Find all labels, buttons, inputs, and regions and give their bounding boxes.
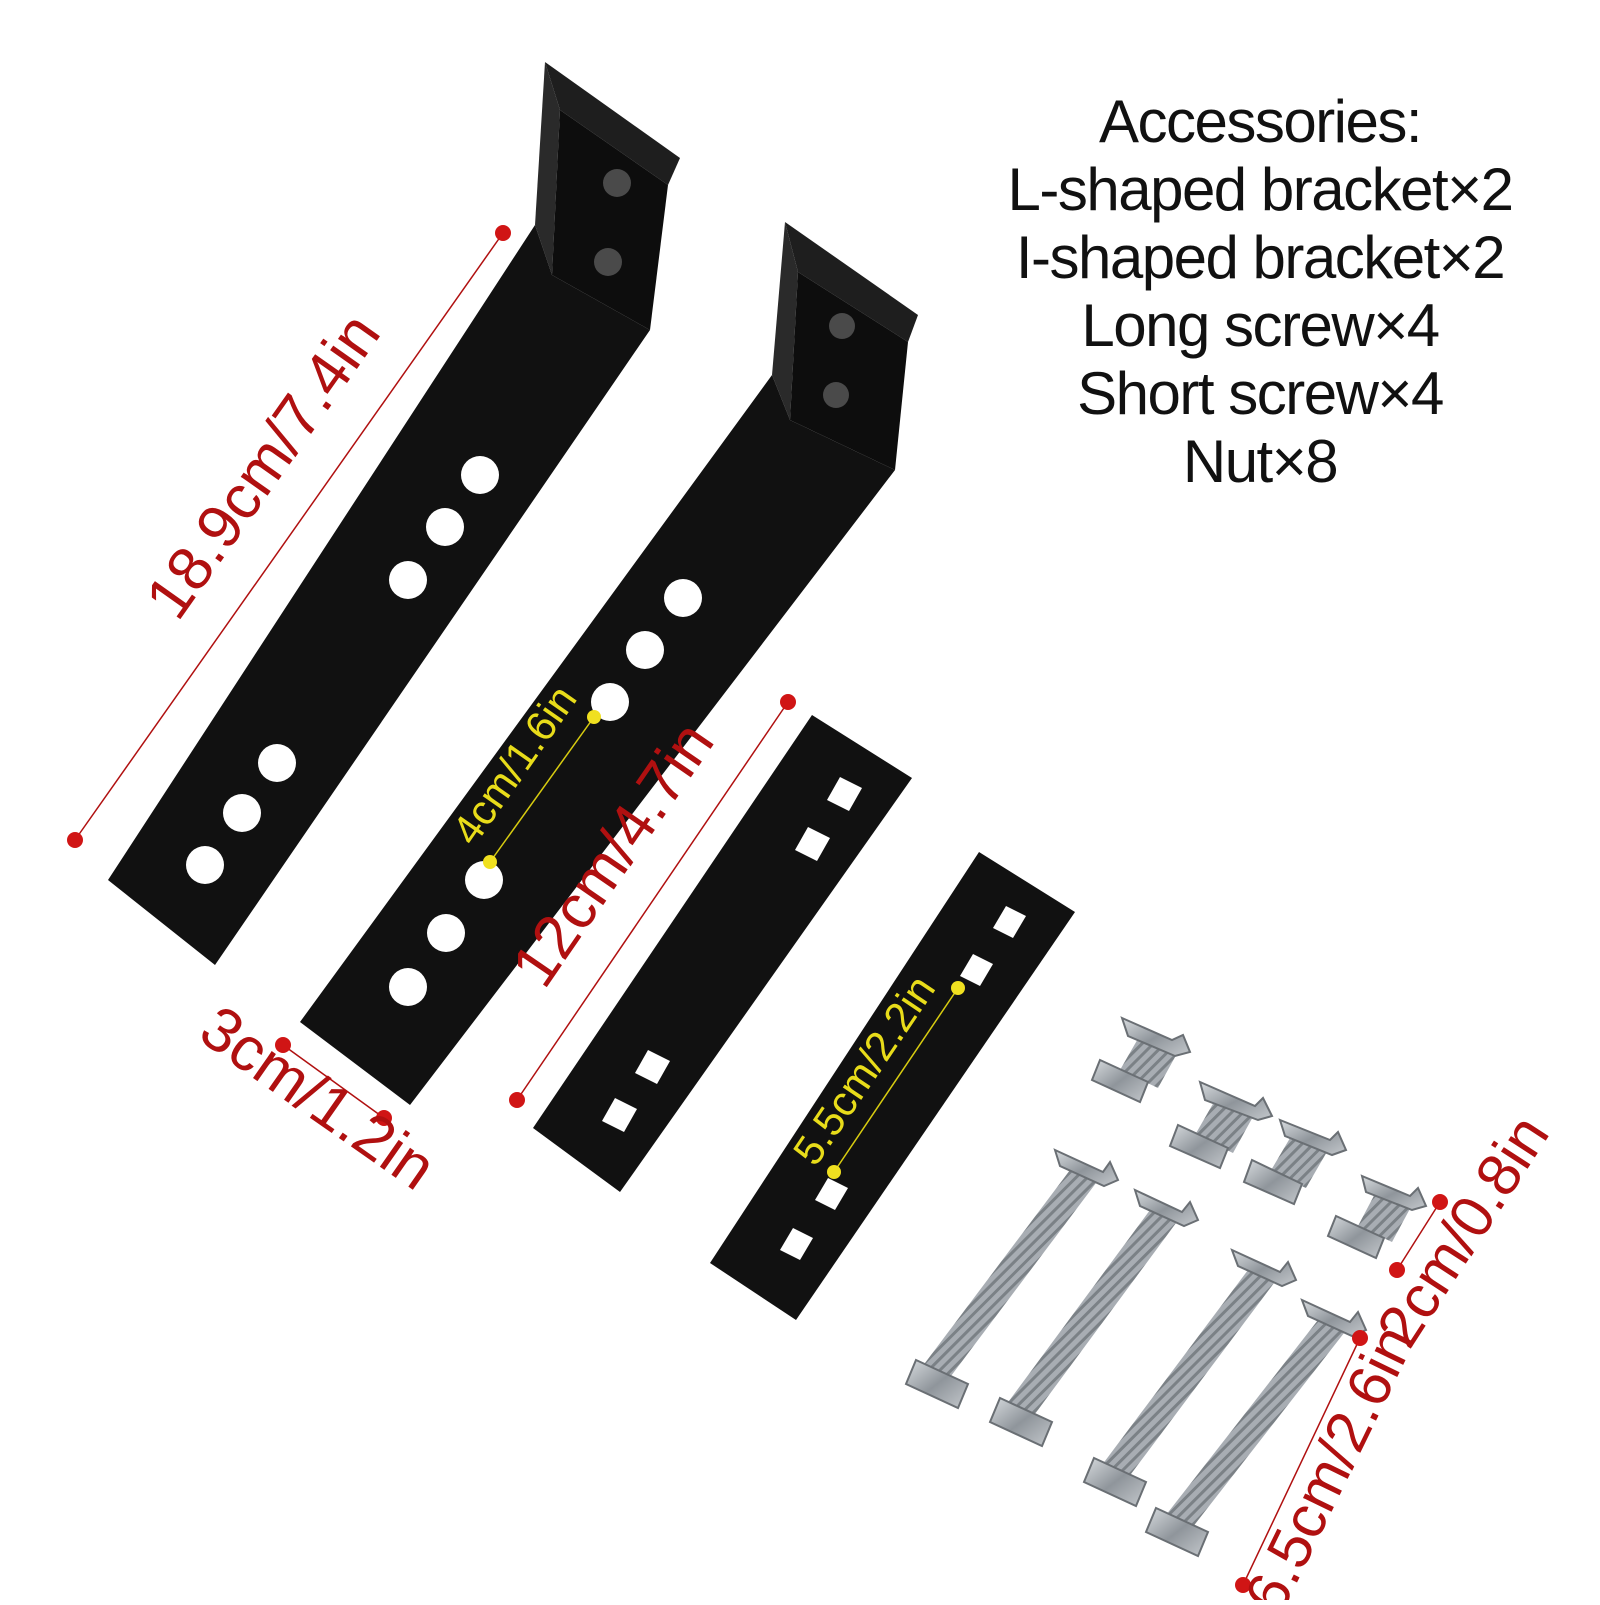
short-screw-2 [1168, 1080, 1274, 1170]
long-screw-2 [988, 1188, 1200, 1448]
accessories-title: Accessories: [1098, 88, 1423, 155]
i-bracket-1 [533, 715, 912, 1192]
l-bracket-1 [108, 62, 680, 965]
accessory-item: I-shaped bracket×2 [1015, 224, 1506, 291]
accessory-item: Long screw×4 [1081, 292, 1440, 359]
short-screw-1 [1090, 1016, 1192, 1104]
short-screw-4 [1326, 1174, 1428, 1260]
accessories-list: Accessories: L-shaped bracket×2 I-shaped… [960, 88, 1560, 496]
dimension-long-screw-length: 6.5cm/2.6in [1231, 1315, 1427, 1605]
long-screw-1 [904, 1148, 1120, 1410]
short-screw-3 [1242, 1118, 1348, 1206]
accessory-item: Nut×8 [1182, 428, 1339, 495]
long-screw-length-label: 6.5cm/2.6in [1231, 1315, 1427, 1600]
accessory-item: Short screw×4 [1077, 360, 1444, 427]
long-screw-4 [1144, 1298, 1368, 1558]
accessory-item: L-shaped bracket×2 [1007, 156, 1514, 223]
long-screw-3 [1082, 1248, 1298, 1508]
l-bracket-2 [300, 222, 918, 1105]
